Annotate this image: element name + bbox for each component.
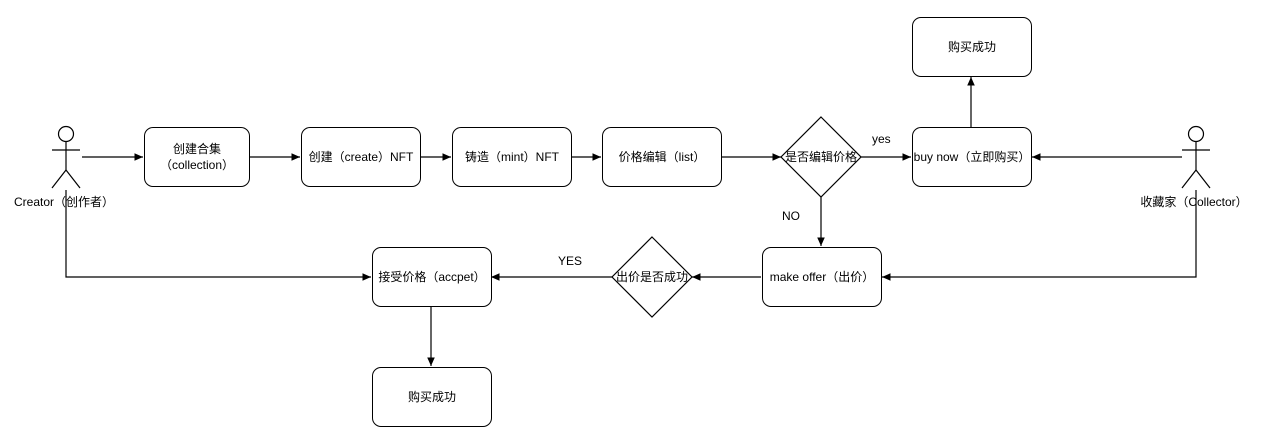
buy-now-box: buy now（立即购买） (912, 127, 1032, 187)
offer-success-decision-label: 出价是否成功 (615, 270, 689, 284)
edge-label-yes-upper: YES (558, 254, 583, 268)
collector-actor-icon (1181, 125, 1211, 189)
collector-actor-label: 收藏家（Collector） (1140, 195, 1248, 209)
creator-actor-label: Creator（创作者） (13, 195, 115, 209)
creator-actor-icon (51, 125, 81, 189)
edge-label-no: NO (782, 209, 800, 223)
edge-label-yes: yes (872, 132, 891, 146)
create-collection-box: 创建合集 （collection） (144, 127, 250, 187)
edge-creator-to-accept (65, 190, 371, 281)
purchase-success-bottom-box: 购买成功 (372, 367, 492, 427)
edit-price-decision-label: 是否编辑价格 (784, 150, 858, 164)
create-nft-box: 创建（create）NFT (301, 127, 421, 187)
make-offer-box: make offer（出价） (762, 247, 882, 307)
accept-price-box: 接受价格（accpet） (372, 247, 492, 307)
edit-price-box: 价格编辑（list） (602, 127, 722, 187)
edge-collector-to-make-offer (882, 190, 1197, 281)
mint-nft-box: 铸造（mint）NFT (452, 127, 572, 187)
purchase-success-top-box: 购买成功 (912, 17, 1032, 77)
offer-success-decision-diamond (611, 236, 693, 318)
